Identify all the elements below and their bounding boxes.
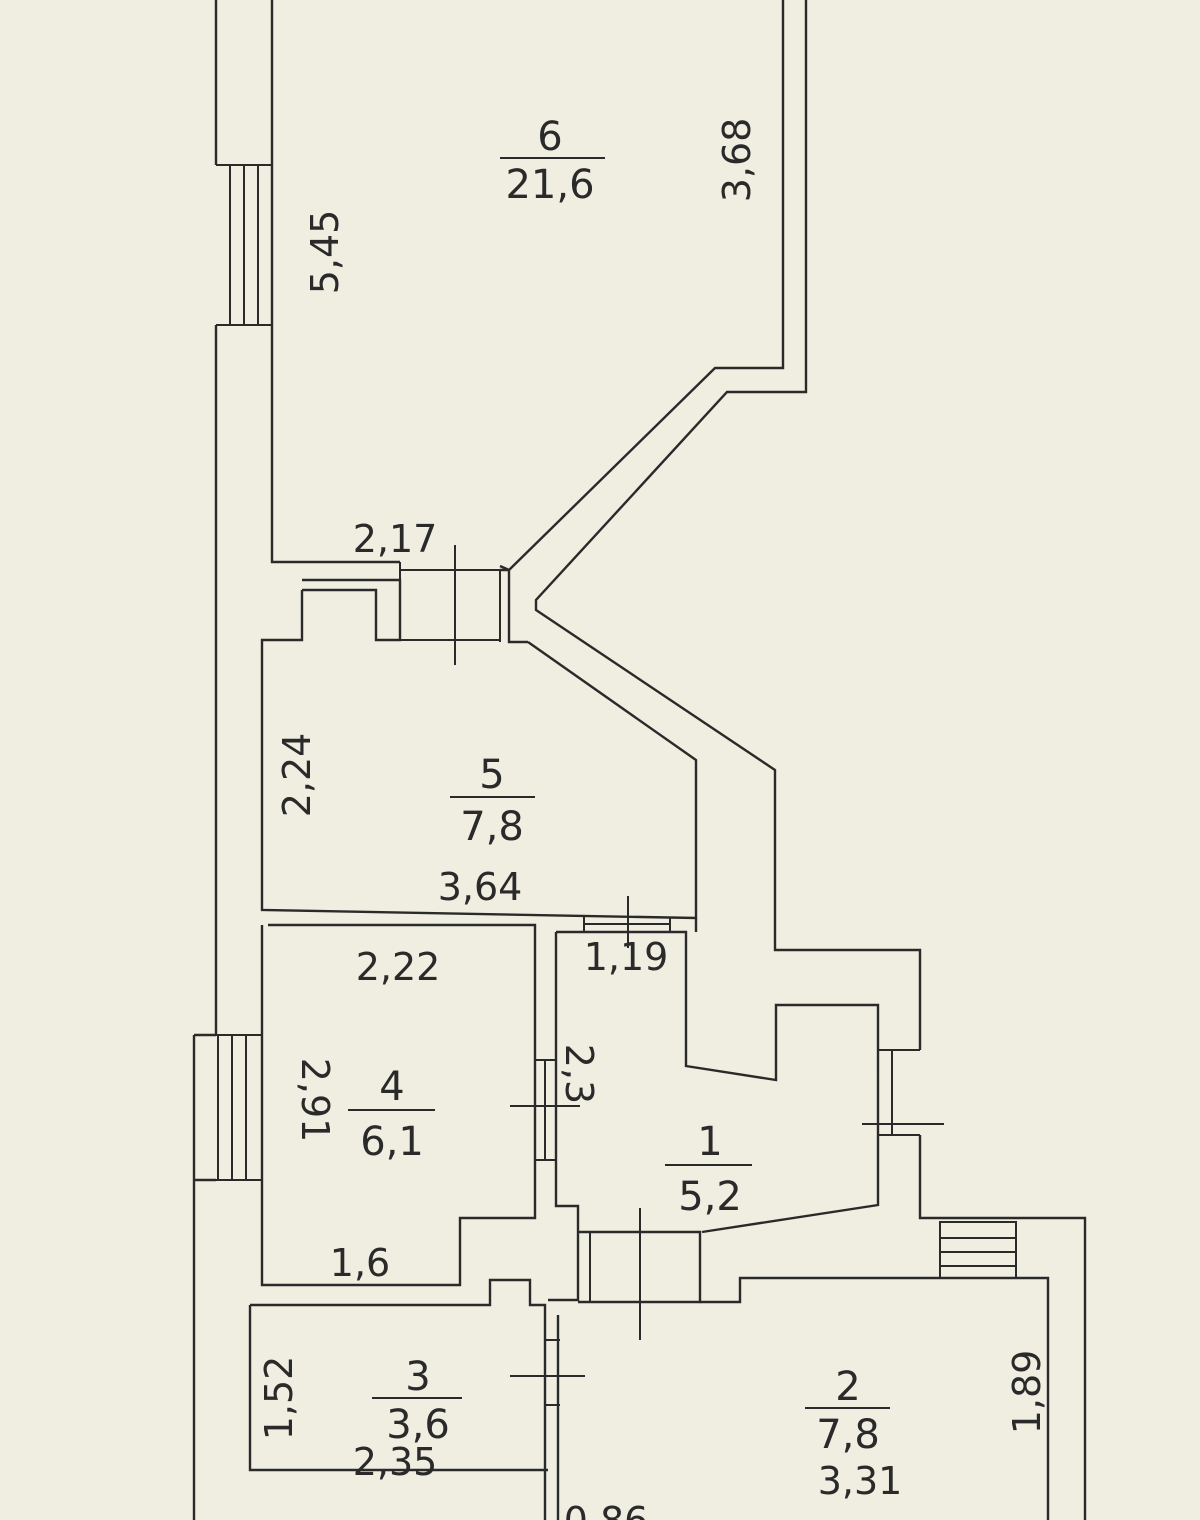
door-6-5 (302, 545, 528, 665)
room-label-4: 4 6,1 (348, 1064, 435, 1165)
dimension-label: 5,45 (303, 210, 347, 295)
dimension-label: 1,89 (1005, 1350, 1049, 1435)
room-label-6: 6 21,6 (500, 114, 605, 208)
dimension-label: 2,22 (356, 945, 441, 989)
room-label-1: 1 5,2 (665, 1119, 752, 1220)
room-3-outline (250, 1278, 547, 1520)
room-number: 4 (379, 1064, 404, 1110)
door-3-2 (510, 1339, 585, 1406)
room-area: 6,1 (360, 1119, 424, 1165)
dimension-label: 2,24 (275, 733, 319, 818)
dimension-label: 3,31 (818, 1459, 903, 1503)
room-area: 7,8 (816, 1412, 880, 1458)
room-label-3: 3 3,6 (372, 1354, 462, 1448)
room-number: 6 (537, 114, 562, 160)
door-4-1 (510, 1059, 580, 1161)
dimension-label: 2,17 (353, 517, 438, 561)
dimension-label: 3,64 (438, 865, 523, 909)
room-1-outline (556, 930, 880, 1234)
door-1-right (862, 1049, 944, 1136)
dimension-label: 1,52 (257, 1356, 301, 1441)
window-left-top (216, 164, 272, 326)
room-area: 3,6 (386, 1402, 450, 1448)
room-area: 21,6 (505, 162, 594, 208)
window-left-middle (194, 1034, 262, 1181)
room-area: 5,2 (678, 1174, 742, 1220)
dimension-label: 2,3 (557, 1044, 601, 1104)
dimension-label: 2,35 (353, 1440, 438, 1484)
room-5-outline (260, 590, 698, 920)
room-label-5: 5 7,8 (450, 752, 535, 850)
room-6-outline (270, 0, 400, 564)
room-4-outline (260, 923, 537, 1287)
dimension-label: 3,68 (715, 118, 759, 203)
dimension-label: 0,86 (564, 1499, 649, 1520)
dimension-label: 2,91 (293, 1058, 337, 1143)
door-1-2 (578, 1208, 702, 1340)
window-room-2 (939, 1221, 1017, 1279)
room-number: 2 (835, 1364, 860, 1410)
room-area: 7,8 (460, 804, 524, 850)
dimension-label: 1,19 (584, 935, 669, 979)
room-number: 5 (479, 752, 504, 798)
room-number: 1 (697, 1119, 722, 1165)
room-label-2: 2 7,8 (805, 1364, 890, 1458)
room-number: 3 (405, 1354, 430, 1400)
dimension-label: 1,6 (330, 1241, 390, 1285)
door-5-1 (583, 896, 671, 948)
